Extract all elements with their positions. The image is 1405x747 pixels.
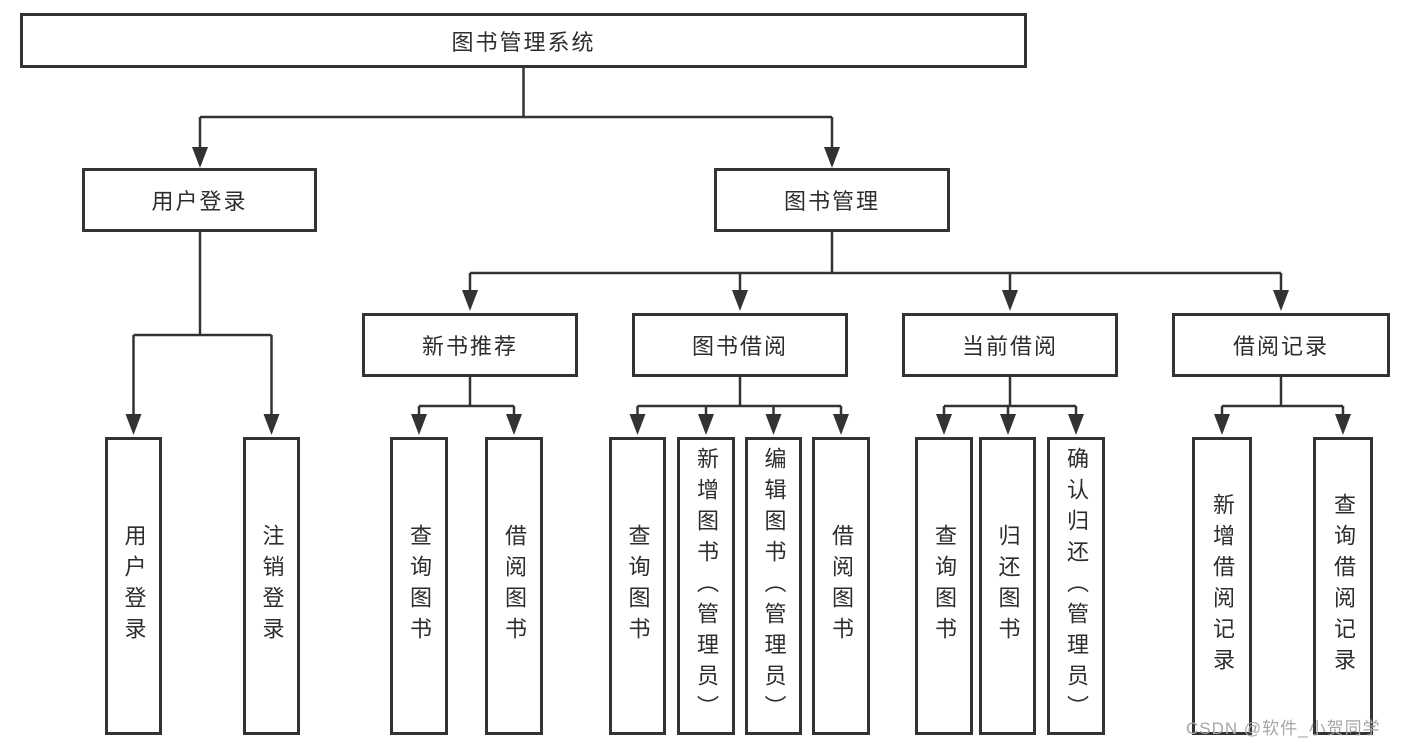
leaf-user-login: 用户登录	[105, 437, 162, 735]
leaf-return-books: 归还图书	[979, 437, 1036, 735]
arrowhead-icon	[1273, 290, 1289, 311]
arrowhead-icon	[506, 414, 522, 435]
arrowhead-icon	[192, 147, 208, 168]
arrowhead-icon	[936, 414, 952, 435]
node-current-borrow: 当前借阅	[902, 313, 1118, 377]
node-book-borrow: 图书借阅	[632, 313, 848, 377]
arrowhead-icon	[263, 414, 280, 435]
leaf-query-borrow-record: 查询借阅记录	[1313, 437, 1373, 735]
leaf-logout-login: 注销登录	[243, 437, 300, 735]
arrowhead-icon	[732, 290, 748, 311]
arrowhead-icon	[765, 414, 782, 435]
arrowhead-icon	[1335, 414, 1351, 435]
leaf-confirm-return-admin: 确认归还（管理员）	[1047, 437, 1105, 735]
leaf-query-books-recommend: 查询图书	[390, 437, 448, 735]
leaf-borrow-books: 借阅图书	[812, 437, 870, 735]
node-user-login: 用户登录	[82, 168, 317, 232]
node-library-management-system: 图书管理系统	[20, 13, 1027, 68]
arrowhead-icon	[824, 147, 840, 168]
arrowhead-icon	[629, 414, 646, 435]
arrowhead-icon	[1000, 414, 1016, 435]
leaf-query-books-current: 查询图书	[915, 437, 973, 735]
node-new-book-recommend: 新书推荐	[362, 313, 578, 377]
arrowhead-icon	[1002, 290, 1018, 311]
csdn-watermark: CSDN @软件_小贺同学	[1186, 719, 1381, 738]
arrowhead-icon	[1214, 414, 1230, 435]
leaf-add-books-admin: 新增图书（管理员）	[677, 437, 735, 735]
leaf-edit-books-admin: 编辑图书（管理员）	[745, 437, 802, 735]
arrowhead-icon	[462, 290, 478, 311]
leaf-add-borrow-record: 新增借阅记录	[1192, 437, 1252, 735]
arrowhead-icon	[833, 414, 849, 435]
arrowhead-icon	[411, 414, 427, 435]
arrowhead-icon	[698, 414, 714, 435]
arrowhead-icon	[125, 414, 142, 435]
node-borrow-record: 借阅记录	[1172, 313, 1390, 377]
node-book-management: 图书管理	[714, 168, 950, 232]
leaf-query-books-borrow: 查询图书	[609, 437, 666, 735]
arrowhead-icon	[1068, 414, 1084, 435]
leaf-borrow-books-recommend: 借阅图书	[485, 437, 543, 735]
